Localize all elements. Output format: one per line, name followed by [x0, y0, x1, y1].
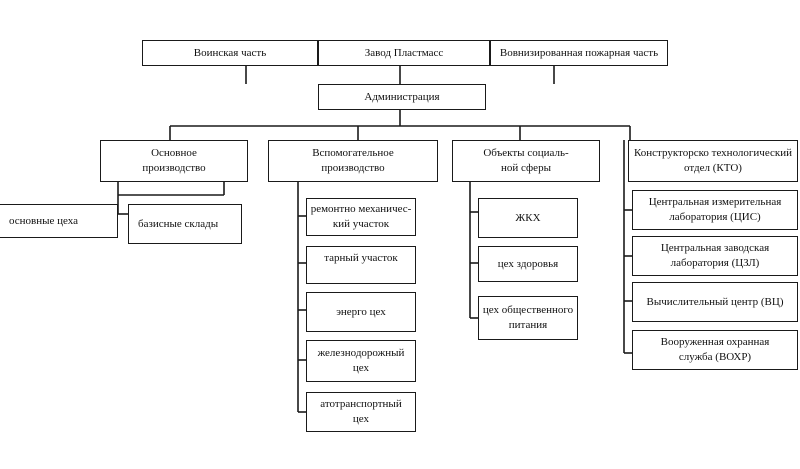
military-unit-box: Воинская часть — [142, 40, 318, 66]
right-unit-czl: Центральная заводская лаборатория (ЦЗЛ) — [632, 236, 798, 276]
aux-unit-label: железнодорожный цех — [317, 347, 405, 374]
social-objects-box: Объекты социаль- ной сферы — [452, 140, 600, 182]
aux-unit-transport: атотранспортный цех — [306, 392, 416, 432]
kto-box: Конструкторско технологический отдел (КТ… — [628, 140, 798, 182]
social-unit-label: цех общественного питания — [482, 304, 574, 331]
auxiliary-production-label: Вспомогательное производство — [312, 147, 394, 174]
administration-label: Администрация — [364, 90, 440, 103]
right-unit-label: Центральная заводская лаборатория (ЦЗЛ) — [660, 242, 770, 269]
kto-label: Конструкторско технологический отдел (КТ… — [634, 147, 792, 174]
aux-unit-railway: железнодорожный цех — [306, 340, 416, 382]
auxiliary-production-box: Вспомогательное производство — [268, 140, 438, 182]
main-workshops-box: основные цеха — [0, 204, 118, 238]
aux-unit-label: тарный участок — [324, 252, 398, 264]
plant-label: Завод Пластмасс — [364, 46, 444, 59]
right-unit-label: Вычислительный центр (ВЦ) — [646, 295, 784, 308]
aux-unit-packaging: тарный участок — [306, 246, 416, 284]
base-warehouses-box: базисные склады — [128, 204, 242, 244]
social-unit-label: цех здоровья — [497, 257, 559, 270]
right-unit-label: Центральная измерительная лаборатория (Ц… — [648, 196, 782, 223]
social-unit-health: цех здоровья — [478, 246, 578, 282]
aux-unit-label: атотранспортный цех — [320, 398, 402, 425]
social-unit-housing: ЖКХ — [478, 198, 578, 238]
fire-unit-label: Вовнизированная пожарная часть — [499, 46, 659, 59]
right-unit-vc: Вычислительный центр (ВЦ) — [632, 282, 798, 322]
right-unit-vohr: Вооруженная охранная служба (ВОХР) — [632, 330, 798, 370]
aux-unit-energy: энерго цех — [306, 292, 416, 332]
main-production-label: Основное производство — [142, 147, 206, 174]
main-workshops-label: основные цеха — [9, 214, 79, 227]
aux-unit-repair: ремонтно механичес- кий участок — [306, 198, 416, 236]
military-unit-label: Воинская часть — [193, 46, 267, 59]
right-unit-cis: Центральная измерительная лаборатория (Ц… — [632, 190, 798, 230]
aux-unit-label: ремонтно механичес- кий участок — [310, 203, 412, 230]
social-unit-label: ЖКХ — [515, 211, 541, 224]
right-unit-label: Вооруженная охранная служба (ВОХР) — [660, 336, 770, 363]
social-unit-catering: цех общественного питания — [478, 296, 578, 340]
administration-box: Администрация — [318, 84, 486, 110]
fire-unit-box: Вовнизированная пожарная часть — [490, 40, 668, 66]
plant-box: Завод Пластмасс — [318, 40, 490, 66]
base-warehouses-label: базисные склады — [138, 217, 219, 230]
main-production-box: Основное производство — [100, 140, 248, 182]
aux-unit-label: энерго цех — [336, 305, 386, 318]
social-objects-label: Объекты социаль- ной сферы — [483, 147, 569, 174]
